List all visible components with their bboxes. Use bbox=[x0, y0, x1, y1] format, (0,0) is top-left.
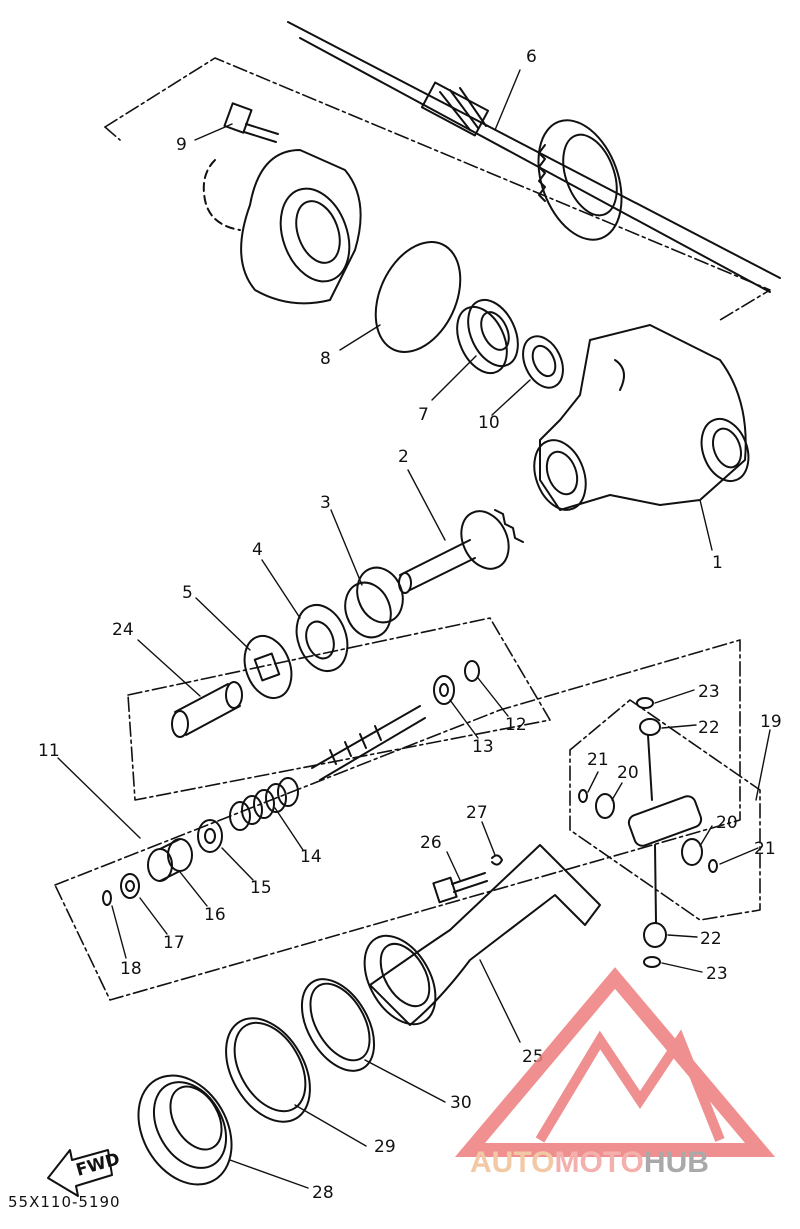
part-label-18: 18 bbox=[120, 959, 142, 979]
leader-lines bbox=[57, 69, 771, 1189]
part-label-2: 2 bbox=[398, 447, 409, 467]
washer-15-part bbox=[197, 819, 223, 853]
part-label-23-top: 23 bbox=[698, 682, 720, 702]
part-number-labels: 1 2 3 4 5 6 7 8 9 10 11 12 13 14 15 16 1… bbox=[38, 47, 782, 1203]
pinion-gear-2-part bbox=[398, 509, 524, 594]
washer-13-part bbox=[433, 675, 455, 705]
part-label-23-bottom: 23 bbox=[706, 964, 728, 984]
part-label-17: 17 bbox=[163, 933, 185, 953]
triangle-m-logo-icon bbox=[454, 967, 776, 1157]
group-11-outline bbox=[54, 617, 741, 1001]
circlip-12-part bbox=[464, 660, 480, 682]
part-label-14: 14 bbox=[300, 847, 322, 867]
part-label-27: 27 bbox=[466, 803, 488, 823]
part-label-12: 12 bbox=[505, 715, 527, 735]
group-19-outline bbox=[569, 699, 761, 921]
watermark-auto-part: AUTO bbox=[470, 1146, 554, 1179]
part-label-13: 13 bbox=[472, 737, 494, 757]
part-label-15: 15 bbox=[250, 878, 272, 898]
part-label-6: 6 bbox=[526, 47, 537, 67]
clip-18-part bbox=[102, 890, 112, 906]
watermark-moto-part: MOTO bbox=[554, 1146, 643, 1179]
o-ring-8-part bbox=[374, 241, 462, 353]
bolt-9-part bbox=[223, 102, 279, 143]
upper-group-outline bbox=[104, 57, 771, 321]
housing-25-part bbox=[363, 844, 601, 1026]
clamp-30-part bbox=[300, 978, 376, 1072]
part-label-30: 30 bbox=[450, 1093, 472, 1113]
washer-27-part bbox=[491, 854, 503, 866]
part-label-7: 7 bbox=[418, 405, 429, 425]
part-label-20-left: 20 bbox=[617, 763, 639, 783]
watermark-hub-part: HUB bbox=[644, 1146, 709, 1179]
middle-shaft-part bbox=[311, 705, 426, 781]
nut-5-part bbox=[243, 635, 293, 699]
gear-case-1-part bbox=[533, 324, 750, 511]
fwd-label: FWD bbox=[74, 1149, 122, 1180]
part-label-5: 5 bbox=[182, 583, 193, 603]
part-label-29: 29 bbox=[374, 1137, 396, 1157]
part-label-1: 1 bbox=[712, 553, 723, 573]
part-label-10: 10 bbox=[478, 413, 500, 433]
boot-28-part bbox=[137, 1074, 233, 1186]
fwd-arrow-icon bbox=[47, 1149, 113, 1197]
clamp-29-part bbox=[225, 1017, 311, 1123]
collar-24-part bbox=[171, 681, 243, 738]
part-label-20-right: 20 bbox=[716, 813, 738, 833]
bearing-4-part bbox=[295, 604, 349, 672]
gear-case-cover-part bbox=[202, 149, 362, 305]
part-label-22-top: 22 bbox=[698, 718, 720, 738]
oil-seal-10-part bbox=[522, 335, 564, 389]
drawing-code: 55X110-5190 bbox=[8, 1193, 121, 1211]
part-label-8: 8 bbox=[320, 349, 331, 369]
universal-joint-19-part bbox=[578, 697, 718, 968]
cam-16-part bbox=[147, 838, 193, 882]
watermark: AUTOMOTOHUB bbox=[454, 967, 776, 1179]
part-label-26: 26 bbox=[420, 833, 442, 853]
drive-shaft-part bbox=[287, 21, 781, 293]
spring-14-part bbox=[229, 777, 299, 831]
part-label-19: 19 bbox=[760, 712, 782, 732]
part-label-24: 24 bbox=[112, 620, 134, 640]
part-label-16: 16 bbox=[204, 905, 226, 925]
part-label-21-left: 21 bbox=[587, 750, 609, 770]
bolt-26-part bbox=[432, 872, 488, 904]
part-label-21-right: 21 bbox=[754, 839, 776, 859]
part-label-4: 4 bbox=[252, 540, 263, 560]
bearing-7-part bbox=[456, 298, 519, 375]
part-label-28: 28 bbox=[312, 1183, 334, 1203]
part-label-3: 3 bbox=[320, 493, 331, 513]
washer-17-part bbox=[120, 873, 140, 899]
part-label-22-bottom: 22 bbox=[700, 929, 722, 949]
watermark-auto: AUTOMOTOHUB bbox=[470, 1146, 709, 1179]
part-label-9: 9 bbox=[176, 135, 187, 155]
collar-3-part bbox=[344, 566, 404, 639]
part-label-11: 11 bbox=[38, 741, 60, 761]
